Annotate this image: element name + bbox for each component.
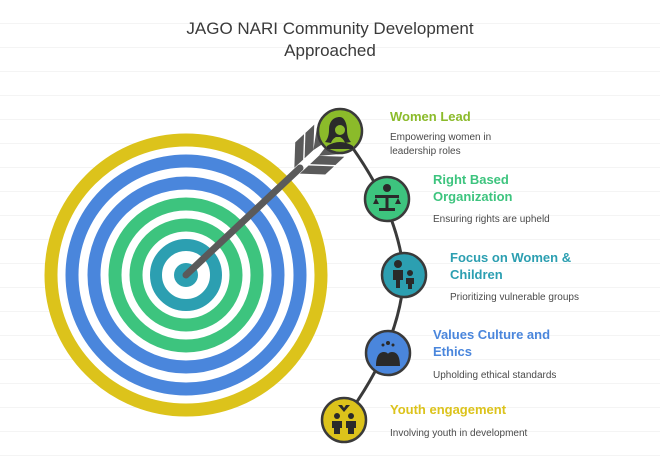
item-desc-line: Empowering women in [390, 132, 492, 143]
item-label-focus-women-children: Focus on Women & Children [450, 249, 571, 283]
item-label-line: Children [450, 267, 503, 282]
item-label-youth-engagement: Youth engagement [390, 401, 506, 418]
page-title-line-2: Approached [284, 41, 376, 60]
page-title-line-1: JAGO NARI Community Development [186, 19, 474, 38]
item-label-line: Organization [433, 189, 513, 204]
node-youth-engagement [320, 396, 368, 444]
item-desc-line: Prioritizing vulnerable groups [450, 292, 579, 303]
node-values-culture [364, 329, 412, 377]
item-desc-focus-women-children: Prioritizing vulnerable groups [450, 291, 579, 305]
item-desc-line: Involving youth in development [390, 428, 528, 439]
item-label-right-based: Right Based Organization [433, 171, 512, 205]
item-desc-women-lead: Empowering women in leadership roles [390, 131, 491, 159]
youth-people-icon [332, 405, 356, 434]
node-focus-women-children [380, 251, 428, 299]
node-women-lead [316, 107, 364, 155]
item-label-line: Youth engagement [390, 402, 507, 417]
item-label-line: Ethics [433, 344, 473, 359]
item-desc-right-based: Ensuring rights are upheld [433, 213, 550, 227]
item-label-women-lead: Women Lead [390, 108, 471, 125]
node-right-based [363, 175, 411, 223]
mother-child-icon [393, 260, 414, 289]
item-label-values-culture: Values Culture and Ethics [433, 326, 550, 360]
heads-ethics-icon [376, 341, 400, 366]
item-label-line: Right Based [433, 172, 509, 187]
item-desc-line: Ensuring rights are upheld [433, 214, 550, 225]
justice-scale-icon [373, 184, 401, 211]
woman-leader-icon [325, 117, 353, 149]
item-label-line: Values Culture and [433, 327, 551, 342]
item-label-line: Women Lead [390, 109, 471, 124]
item-desc-line: Upholding ethical standards [433, 370, 557, 381]
item-desc-youth-engagement: Involving youth in development [390, 427, 527, 441]
page-title: JAGO NARI Community Development Approach… [120, 18, 540, 62]
item-desc-values-culture: Upholding ethical standards [433, 369, 556, 383]
item-label-line: Focus on Women & [450, 250, 572, 265]
item-desc-line: leadership roles [390, 146, 461, 157]
